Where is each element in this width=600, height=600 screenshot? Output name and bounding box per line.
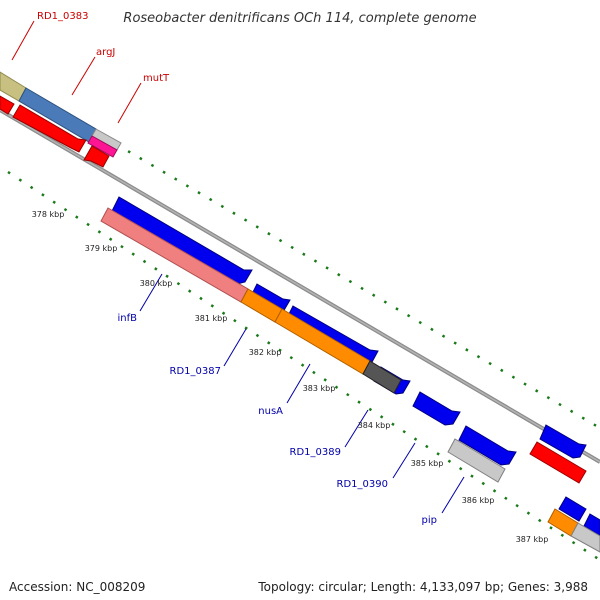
gene-label[interactable]: RD1_0383: [37, 11, 88, 22]
gene-blue-6[interactable]: [458, 425, 517, 466]
gene-rd1-0390[interactable]: [447, 438, 506, 483]
tick-label: 378 kbp: [32, 210, 65, 219]
tick-label: 381 kbp: [195, 314, 228, 323]
gene-label[interactable]: mutT: [143, 73, 170, 84]
tick-label: 380 kbp: [140, 279, 173, 288]
gene-label[interactable]: pip: [422, 515, 437, 526]
gene-labels: RD1_0383 argJ mutT infB RD1_0387 nusA RD1_0389…: [37, 11, 437, 526]
gene-label[interactable]: RD1_0389: [290, 447, 341, 458]
tick-label: 384 kbp: [358, 421, 391, 430]
gene-label[interactable]: infB: [118, 313, 138, 324]
tick-label: 386 kbp: [462, 496, 495, 505]
gene-grey-2[interactable]: [570, 522, 600, 553]
map-title: Roseobacter denitrificans OCh 114, compl…: [123, 11, 476, 26]
tick-label: 382 kbp: [249, 348, 282, 357]
gene-red-reverse-2[interactable]: [12, 104, 87, 153]
tick-label: 387 kbp: [516, 535, 549, 544]
gene-blue-7[interactable]: [539, 424, 587, 459]
tick-label: 383 kbp: [303, 384, 336, 393]
genome-backbone: [0, 108, 600, 464]
gene-red-reverse-3[interactable]: [83, 145, 110, 168]
gene-label[interactable]: RD1_0390: [337, 479, 388, 490]
gene-red-reverse-1[interactable]: [0, 95, 15, 115]
gene-blue-9[interactable]: [583, 513, 600, 537]
gene-mutt-reverse[interactable]: [87, 135, 118, 158]
gene-infb[interactable]: [100, 207, 249, 303]
accession-text: Accession: NC_008209: [9, 580, 146, 594]
gene-blue-8[interactable]: [558, 496, 587, 522]
gene-label[interactable]: RD1_0387: [170, 366, 221, 377]
tick-labels: 378 kbp 379 kbp 380 kbp 381 kbp 382 kbp 383 k…: [32, 210, 549, 544]
topology-text: Topology: circular; Length: 4,133,097 bp…: [258, 580, 588, 594]
gene-label[interactable]: argJ: [96, 47, 115, 58]
gene-features: [0, 71, 600, 553]
gene-blue-1[interactable]: [111, 196, 253, 285]
tick-label: 385 kbp: [411, 459, 444, 468]
gene-blue-5[interactable]: [412, 391, 461, 426]
gene-red-reverse-4[interactable]: [529, 441, 587, 484]
label-leader-lines: [11, 20, 465, 514]
gene-label[interactable]: nusA: [258, 406, 283, 417]
tick-label: 379 kbp: [85, 244, 118, 253]
gene-rd1-0389[interactable]: [362, 360, 402, 394]
